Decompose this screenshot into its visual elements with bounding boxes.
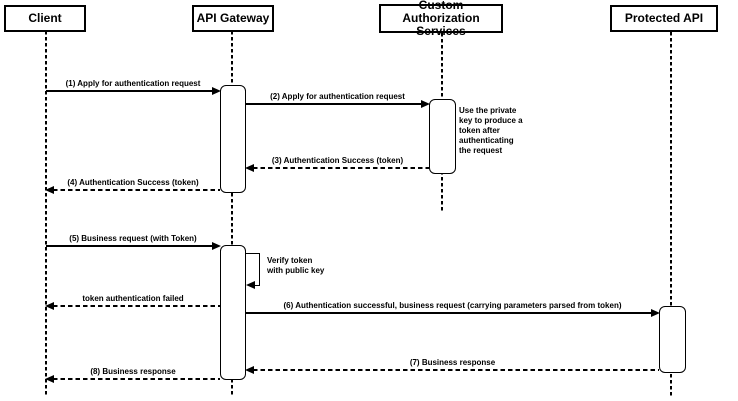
self-message-line-top bbox=[246, 252, 260, 254]
message-label: (1) Apply for authentication request bbox=[65, 79, 201, 88]
arrow-left-icon bbox=[245, 163, 254, 172]
participant-client: Client bbox=[4, 5, 86, 32]
lifeline-protected-api bbox=[670, 32, 672, 397]
participant-label: API Gateway bbox=[196, 11, 270, 25]
message-line bbox=[53, 305, 220, 307]
self-message-line-bottom bbox=[255, 284, 260, 286]
message-4-authentication-success: (4) Authentication Success (token) bbox=[45, 177, 220, 195]
activation-bar-api-gateway-2 bbox=[220, 245, 246, 380]
activation-bar-api-gateway-1 bbox=[220, 85, 246, 193]
message-line bbox=[53, 189, 220, 191]
message-token-authentication-failed: token authentication failed bbox=[45, 293, 220, 311]
participant-api-gateway: API Gateway bbox=[192, 5, 274, 32]
message-label: (5) Business request (with Token) bbox=[69, 234, 197, 243]
arrow-right-icon bbox=[421, 99, 430, 108]
participant-label: Client bbox=[28, 11, 62, 25]
arrow-left-icon bbox=[45, 301, 54, 310]
message-label: (8) Business response bbox=[90, 367, 176, 376]
self-message-line-right bbox=[258, 252, 260, 286]
message-line bbox=[246, 103, 422, 105]
message-3-authentication-success: (3) Authentication Success (token) bbox=[245, 155, 429, 173]
message-8-business-response: (8) Business response bbox=[45, 366, 220, 384]
message-label: (3) Authentication Success (token) bbox=[271, 156, 404, 165]
message-label: (2) Apply for authentication request bbox=[270, 92, 405, 101]
message-label: (7) Business response bbox=[409, 358, 496, 367]
arrow-left-icon bbox=[246, 281, 255, 290]
arrow-left-icon bbox=[45, 185, 54, 194]
lifeline-client bbox=[45, 31, 47, 397]
message-label: token authentication failed bbox=[82, 294, 184, 303]
activation-bar-custom-auth bbox=[429, 99, 456, 174]
arrow-right-icon bbox=[212, 241, 221, 250]
message-6-authentication-successful-business-request: (6) Authentication successful, business … bbox=[246, 300, 660, 318]
self-message-label: Verify token with public key bbox=[267, 256, 325, 275]
message-line bbox=[46, 245, 213, 247]
message-line bbox=[46, 90, 213, 92]
arrow-left-icon bbox=[45, 374, 54, 383]
message-line bbox=[246, 312, 652, 314]
message-line bbox=[53, 378, 220, 380]
participant-label: Protected API bbox=[624, 11, 704, 25]
arrow-right-icon bbox=[212, 86, 221, 95]
participant-protected-api: Protected API bbox=[610, 5, 718, 32]
participant-label: Custom Authorization Services bbox=[402, 0, 480, 38]
participant-custom-auth: Custom Authorization Services bbox=[379, 0, 503, 38]
message-1-apply-authentication: (1) Apply for authentication request bbox=[46, 78, 221, 96]
message-line bbox=[253, 369, 659, 371]
activation-bar-protected-api bbox=[659, 306, 686, 373]
message-7-business-response: (7) Business response bbox=[245, 357, 659, 375]
arrow-left-icon bbox=[245, 365, 254, 374]
message-5-business-request: (5) Business request (with Token) bbox=[46, 233, 221, 251]
message-line bbox=[253, 167, 429, 169]
note-private-key-token: Use the private key to produce a token a… bbox=[459, 106, 523, 155]
arrow-right-icon bbox=[651, 308, 660, 317]
message-label: (6) Authentication successful, business … bbox=[283, 301, 622, 310]
lifeline-api-gateway bbox=[231, 31, 233, 397]
message-label: (4) Authentication Success (token) bbox=[67, 178, 199, 187]
message-2-apply-authentication: (2) Apply for authentication request bbox=[246, 91, 430, 109]
